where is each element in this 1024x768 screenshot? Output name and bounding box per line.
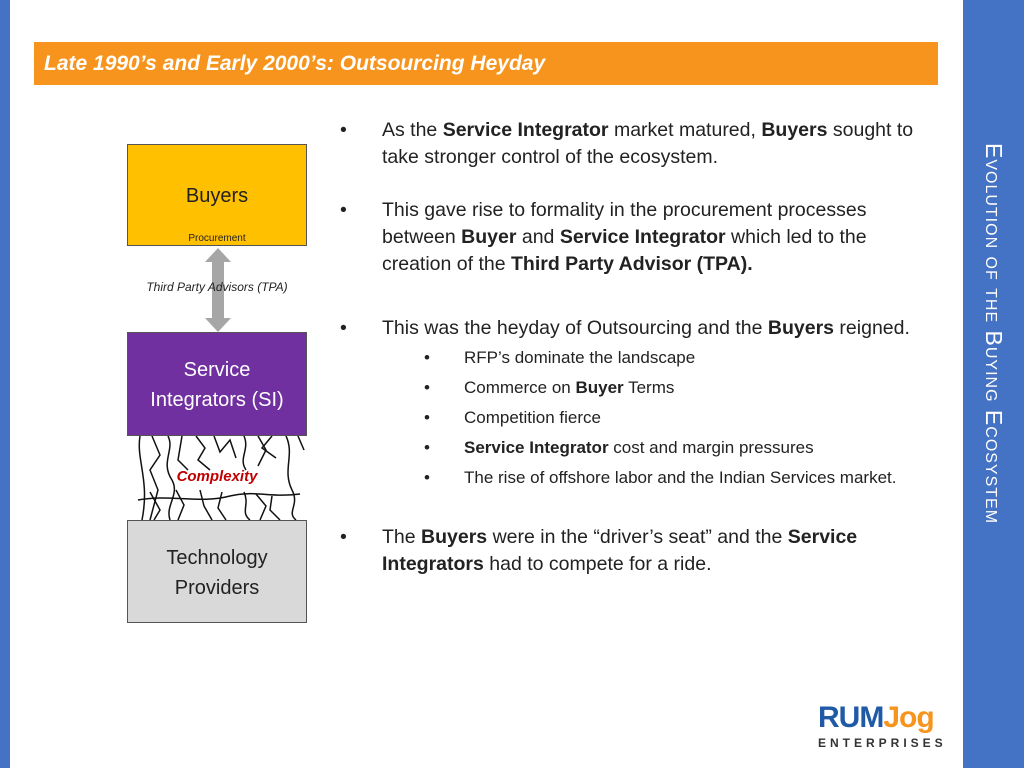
bullet-glyph: • [424, 438, 430, 457]
bullet-3: • This was the heyday of Outsourcing and… [340, 315, 940, 342]
complexity-lines [137, 435, 305, 521]
diagram-connectors [137, 248, 305, 521]
bullet-2: • This gave rise to formality in the pro… [340, 199, 867, 275]
complexity-label: Complexity [176, 468, 258, 485]
procurement-label: Procurement [188, 233, 246, 244]
bullet-glyph: • [424, 378, 430, 397]
sub-bullet-5: • The rise of offshore labor and the Ind… [340, 466, 940, 490]
bullet-4: • The Buyers were in the “driver’s seat”… [340, 526, 858, 575]
tpa-label: Third Party Advisors (TPA) [146, 280, 288, 294]
sub-bullet-4: • Service Integrator cost and margin pre… [340, 436, 940, 460]
service-integrators-box: Service Integrators (SI) [127, 332, 307, 436]
sub-bullet-2: • Commerce on Buyer Terms [340, 376, 940, 400]
logo-enterprises: ENTERPRISES [818, 736, 947, 750]
bullet-glyph: • [340, 526, 347, 548]
slide-title: Late 1990’s and Early 2000’s: Outsourcin… [44, 51, 546, 75]
bullet-1: • As the Service Integrator market matur… [340, 119, 914, 168]
sub-bullet-3: • Competition fierce [340, 406, 940, 430]
technology-providers-box: Technology Providers [127, 520, 307, 623]
right-side-panel [963, 0, 1024, 768]
bullet-content: • As the Service Integrator market matur… [340, 117, 940, 578]
side-title-text: Evolution of the Buying Ecosystem [981, 143, 1007, 525]
sub-bullet-1: • RFP’s dominate the landscape [340, 346, 940, 370]
bullet-glyph: • [340, 317, 347, 339]
si-label-line2: Integrators (SI) [150, 389, 284, 411]
buyers-box: Buyers Procurement [127, 144, 307, 246]
si-label-line1: Service [183, 359, 251, 381]
tech-label-line2: Providers [174, 577, 260, 599]
left-accent-bar [0, 0, 10, 768]
buyers-label: Buyers [185, 185, 249, 207]
slide-title-bar: Late 1990’s and Early 2000’s: Outsourcin… [34, 42, 938, 85]
bullet-glyph: • [424, 468, 430, 487]
bullet-glyph: • [340, 119, 347, 141]
bullet-glyph: • [340, 199, 347, 221]
side-title: Evolution of the Buying Ecosystem [963, 0, 1024, 768]
bullet-glyph: • [424, 348, 430, 367]
logo-rum: RUM [818, 701, 884, 734]
tech-label-line1: Technology [166, 547, 268, 569]
rumjog-logo: RUMJog ENTERPRISES [818, 702, 958, 752]
logo-jog: Jog [883, 701, 934, 734]
bullet-glyph: • [424, 408, 430, 427]
double-arrow [205, 248, 231, 332]
